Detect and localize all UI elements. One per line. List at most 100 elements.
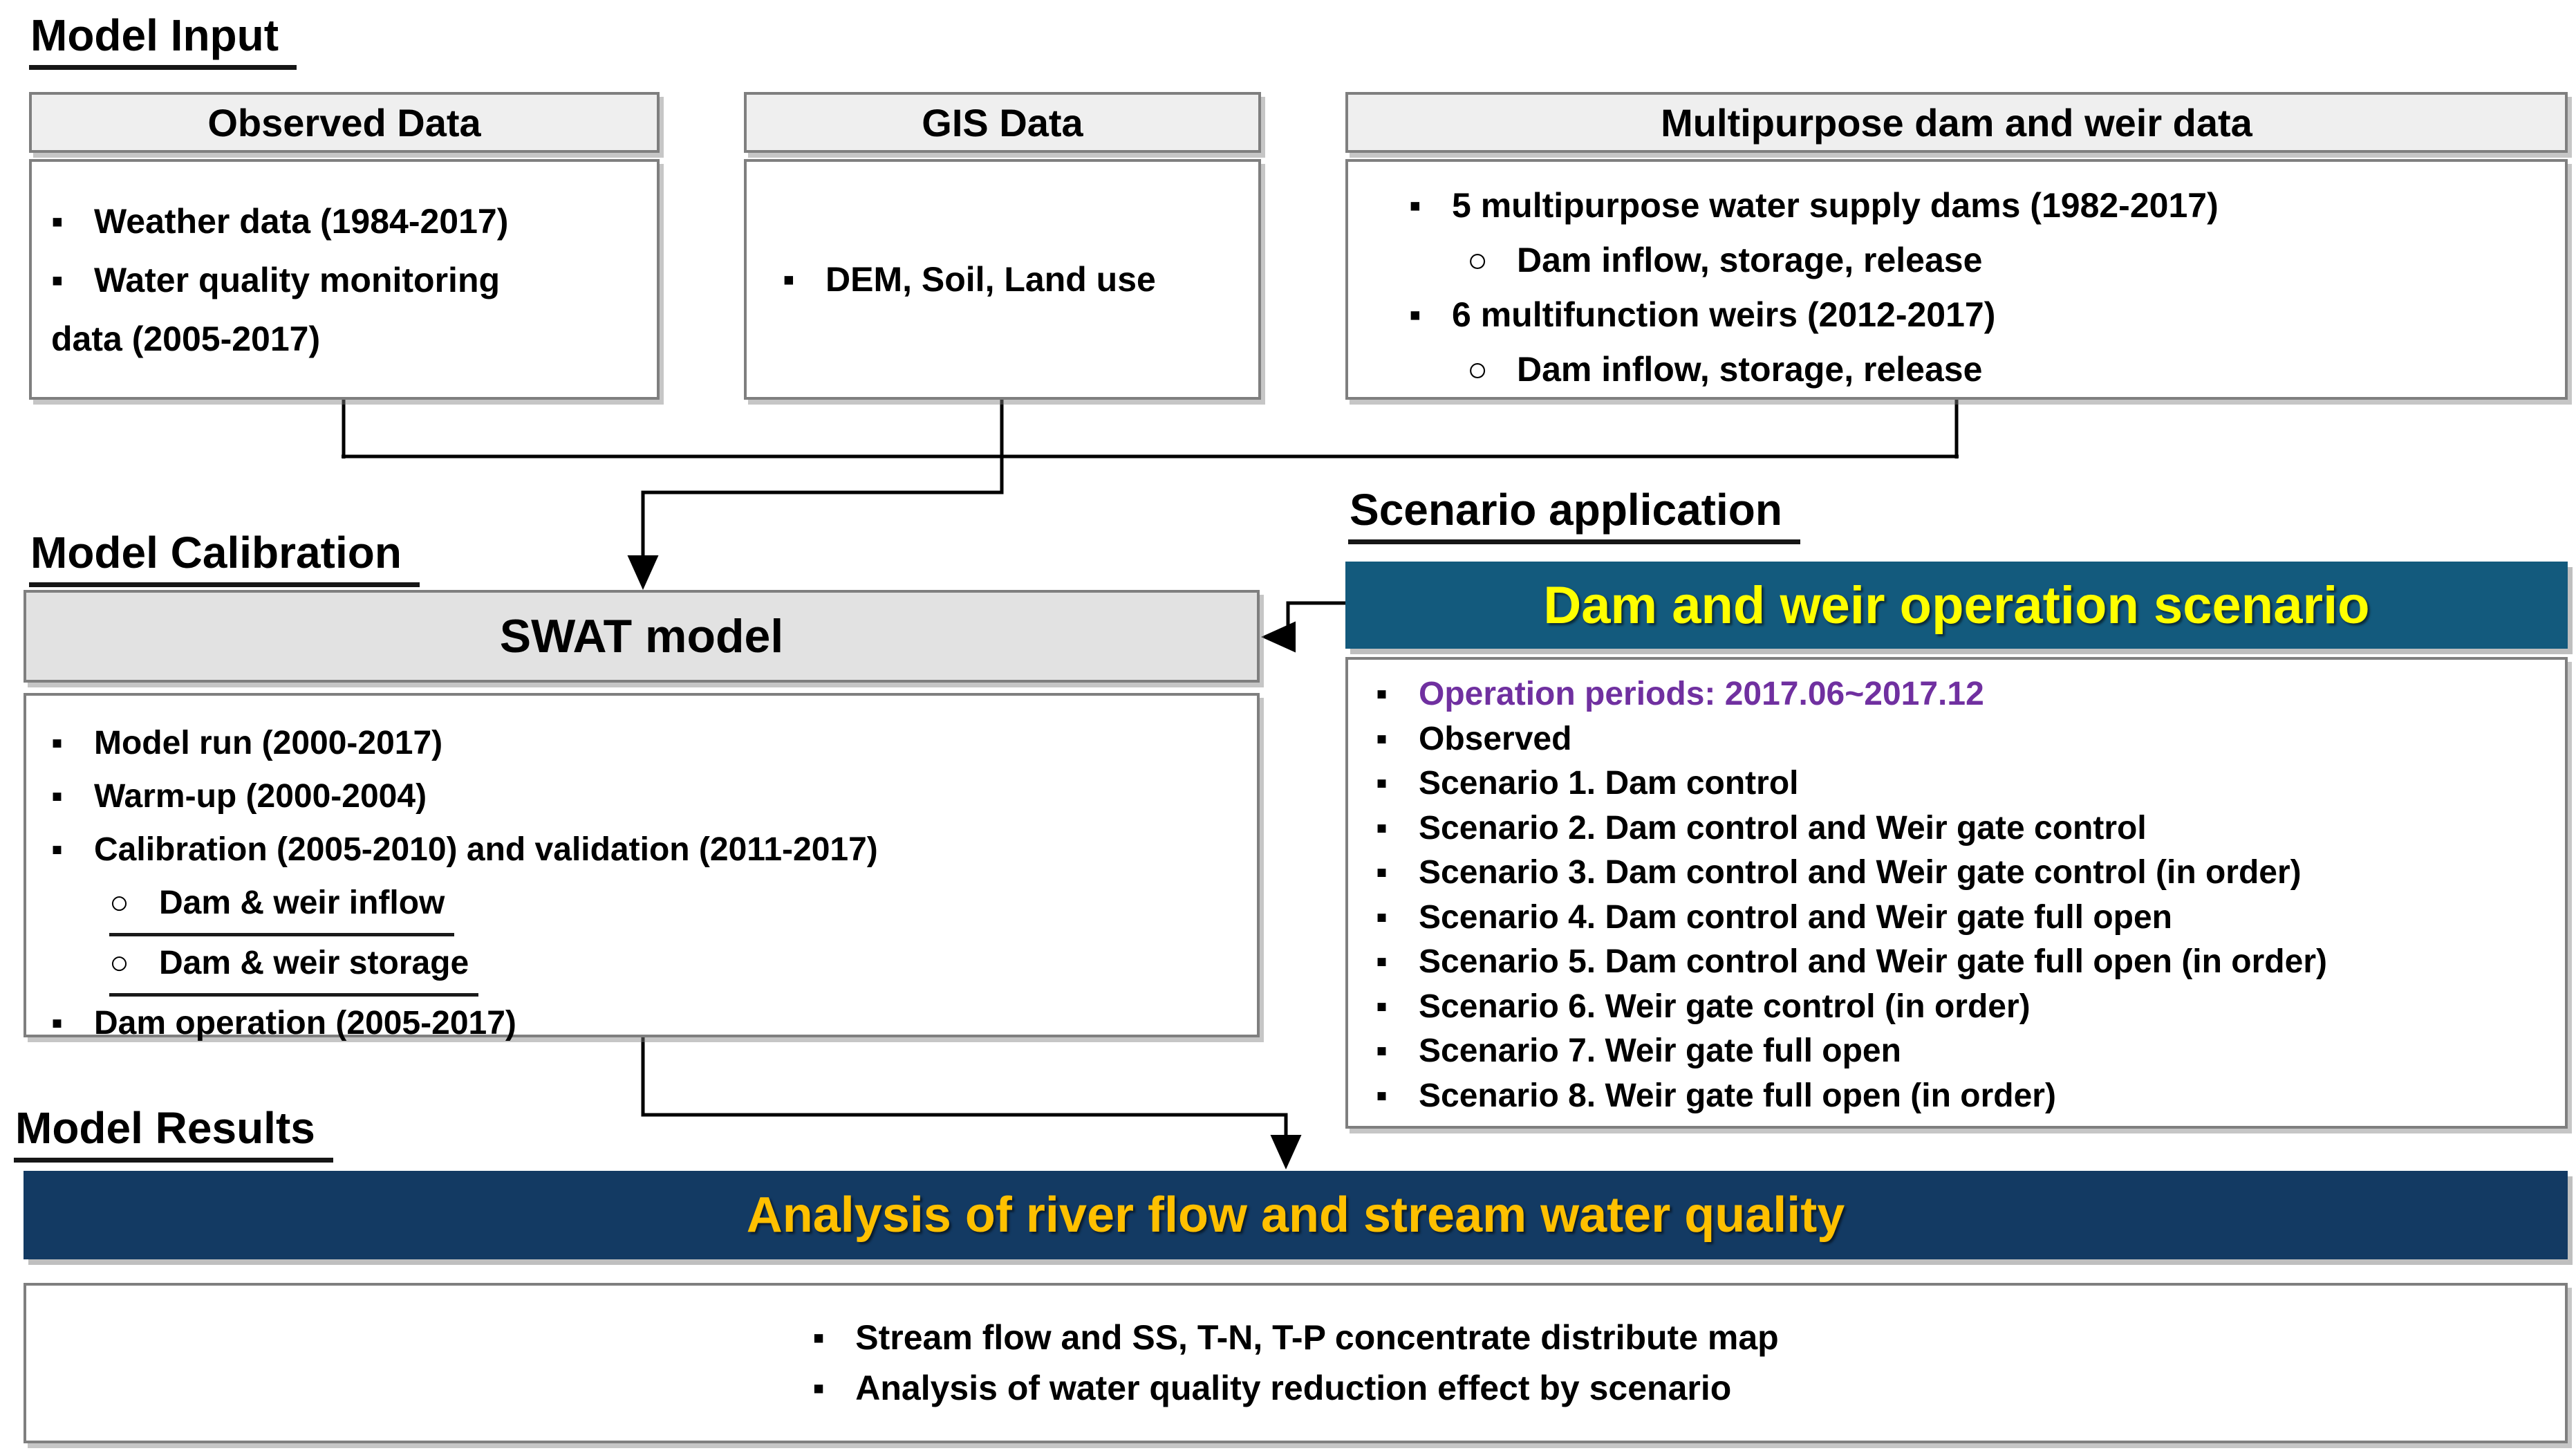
circle-bullet-icon: ○ <box>109 885 129 921</box>
list-item-text: Water quality monitoring <box>94 261 501 299</box>
scenario-banner-title: Dam and weir operation scenario <box>1543 575 2370 635</box>
list-item-text: DEM, Soil, Land use <box>825 260 1156 299</box>
square-bullet-icon: ▪ <box>1376 720 1388 757</box>
list-item: ▪ Observed <box>1376 717 2565 762</box>
list-item: ▪ Scenario 5. Dam control and Weir gate f… <box>1376 940 2565 985</box>
square-bullet-icon: ▪ <box>51 778 64 815</box>
list-item-text: Dam & weir storage <box>159 945 469 981</box>
list-item-text: data (2005-2017) <box>51 320 321 358</box>
list-item: ▪ Weather data (1984-2017) <box>51 192 657 251</box>
section-heading-model-input-text: Model Input <box>29 12 297 71</box>
square-bullet-icon: ▪ <box>1376 943 1388 980</box>
list-item-text: Scenario 7. Weir gate full open <box>1419 1033 1901 1069</box>
square-bullet-icon: ▪ <box>1376 988 1388 1025</box>
square-bullet-icon: ▪ <box>1376 809 1388 846</box>
results-content-box: ▪ Stream flow and SS, T-N, T-P concentrat… <box>24 1283 2568 1443</box>
section-heading-scenario-application-text: Scenario application <box>1348 486 1800 545</box>
gis-data-header-bar: GIS Data <box>744 92 1261 153</box>
connector-swat-to-results-arrow <box>641 1037 1302 1169</box>
list-item: ▪ Scenario 2. Dam control and Weir gate c… <box>1376 806 2565 851</box>
list-item-text: 5 multipurpose water supply dams (1982-2… <box>1452 186 2219 225</box>
square-bullet-icon: ▪ <box>1376 1077 1388 1114</box>
list-item: ▪ Operation periods: 2017.06~2017.12 <box>1376 672 2565 717</box>
section-heading-model-input: Model Input <box>29 12 297 71</box>
operation-periods-text: Operation periods: 2017.06~2017.12 <box>1419 676 1984 712</box>
multipurpose-header-bar: Multipurpose dam and weir data <box>1345 92 2568 153</box>
list-item-text: Observed <box>1419 720 1572 757</box>
list-item: ▪ Dam operation (2005-2017) <box>51 997 1257 1050</box>
list-item: ▪ Scenario 4. Dam control and Weir gate f… <box>1376 896 2565 941</box>
list-item-text: Scenario 8. Weir gate full open (in orde… <box>1419 1077 2056 1114</box>
observed-data-title: Observed Data <box>207 100 481 145</box>
multipurpose-content-box: ▪ 5 multipurpose water supply dams (1982-… <box>1345 159 2568 400</box>
list-item-text: Scenario 3. Dam control and Weir gate co… <box>1419 854 2302 891</box>
connector-gis-to-swat-arrow <box>627 400 1004 590</box>
gis-data-title: GIS Data <box>922 100 1083 145</box>
list-item: ▪ Scenario 6. Weir gate control (in order… <box>1376 985 2565 1030</box>
list-item-text: Analysis of water quality reduction effe… <box>855 1369 1732 1407</box>
scenario-banner: Dam and weir operation scenario <box>1345 562 2568 649</box>
list-item: ▪ 6 multifunction weirs (2012-2017) <box>1409 288 2565 342</box>
list-item: ▪ DEM, Soil, Land use <box>783 259 1156 299</box>
square-bullet-icon: ▪ <box>51 202 64 241</box>
swat-model-title: SWAT model <box>499 610 784 663</box>
square-bullet-icon: ▪ <box>1376 676 1388 712</box>
square-bullet-icon: ▪ <box>51 725 64 761</box>
section-heading-model-results: Model Results <box>14 1104 333 1163</box>
list-item: ▪ Model run (2000-2017) <box>51 716 1257 770</box>
list-item: ▪ Warm-up (2000-2004) <box>51 770 1257 823</box>
list-item: ▪ Stream flow and SS, T-N, T-P concentrat… <box>812 1313 1778 1363</box>
list-item-text: Scenario 1. Dam control <box>1419 765 1799 802</box>
list-item-text: Scenario 5. Dam control and Weir gate fu… <box>1419 943 2327 980</box>
list-item-text: Dam operation (2005-2017) <box>94 1005 516 1042</box>
list-item-text: Scenario 6. Weir gate control (in order) <box>1419 988 2031 1025</box>
results-list: ▪ Stream flow and SS, T-N, T-P concentrat… <box>812 1313 1778 1414</box>
square-bullet-icon: ▪ <box>1376 854 1388 891</box>
list-item-text: Weather data (1984-2017) <box>94 202 509 241</box>
section-heading-model-calibration: Model Calibration <box>29 529 420 588</box>
list-item-text: Model run (2000-2017) <box>94 725 443 761</box>
square-bullet-icon: ▪ <box>783 260 795 299</box>
square-bullet-icon: ▪ <box>1409 295 1421 334</box>
connector-scenario-to-swat-arrow <box>1261 601 1346 653</box>
list-item: ○Dam inflow, storage, release <box>1409 342 2565 397</box>
list-item: ▪Analysis of water quality reduction eff… <box>812 1363 1778 1414</box>
circle-bullet-icon: ○ <box>109 945 129 981</box>
list-item: data (2005-2017) <box>51 310 657 369</box>
square-bullet-icon: ▪ <box>1376 765 1388 802</box>
list-item: ▪Calibration (2005-2010) and validation … <box>51 823 1257 876</box>
list-item: ○ Dam & weir inflow <box>51 876 1257 936</box>
square-bullet-icon: ▪ <box>51 1005 64 1042</box>
gis-data-content-box: ▪ DEM, Soil, Land use <box>744 159 1261 400</box>
multipurpose-title: Multipurpose dam and weir data <box>1661 100 2252 145</box>
list-item: ▪ Scenario 3. Dam control and Weir gate c… <box>1376 851 2565 896</box>
list-item: ○ Dam inflow, storage, release <box>1409 233 2565 288</box>
list-item-text: Scenario 2. Dam control and Weir gate co… <box>1419 809 2147 846</box>
circle-bullet-icon: ○ <box>1467 241 1488 279</box>
list-item-text: Dam inflow, storage, release <box>1517 350 1983 389</box>
square-bullet-icon: ▪ <box>812 1318 825 1357</box>
list-item-text: Stream flow and SS, T-N, T-P concentrate… <box>855 1318 1779 1357</box>
swat-model-content-box: ▪ Model run (2000-2017) ▪ Warm-up (2000-20… <box>24 693 1260 1042</box>
list-item-text: Scenario 4. Dam control and Weir gate fu… <box>1419 898 2172 936</box>
section-heading-scenario-application: Scenario application <box>1348 486 1800 545</box>
scenario-content-box: ▪ Operation periods: 2017.06~2017.12 ▪ Obs… <box>1345 657 2568 1129</box>
list-item-text: Dam & weir inflow <box>159 885 445 921</box>
list-item: ▪ Water quality monitoring <box>51 251 657 310</box>
square-bullet-icon: ▪ <box>1376 898 1388 936</box>
list-item-text: Warm-up (2000-2004) <box>94 778 427 815</box>
square-bullet-icon: ▪ <box>51 261 64 299</box>
list-item: ▪5 multipurpose water supply dams (1982-… <box>1409 178 2565 233</box>
square-bullet-icon: ▪ <box>1376 1033 1388 1069</box>
square-bullet-icon: ▪ <box>51 831 64 868</box>
section-heading-model-results-text: Model Results <box>14 1104 333 1163</box>
list-item: ▪ Scenario 7. Weir gate full open <box>1376 1029 2565 1074</box>
results-banner: Analysis of river flow and stream water … <box>24 1171 2568 1259</box>
list-item: ▪ Scenario 1. Dam control <box>1376 761 2565 806</box>
swat-model-header-bar: SWAT model <box>24 590 1260 683</box>
list-item-text: 6 multifunction weirs (2012-2017) <box>1452 295 1996 334</box>
list-item-text: Dam inflow, storage, release <box>1517 241 1983 279</box>
observed-data-header-bar: Observed Data <box>29 92 660 153</box>
